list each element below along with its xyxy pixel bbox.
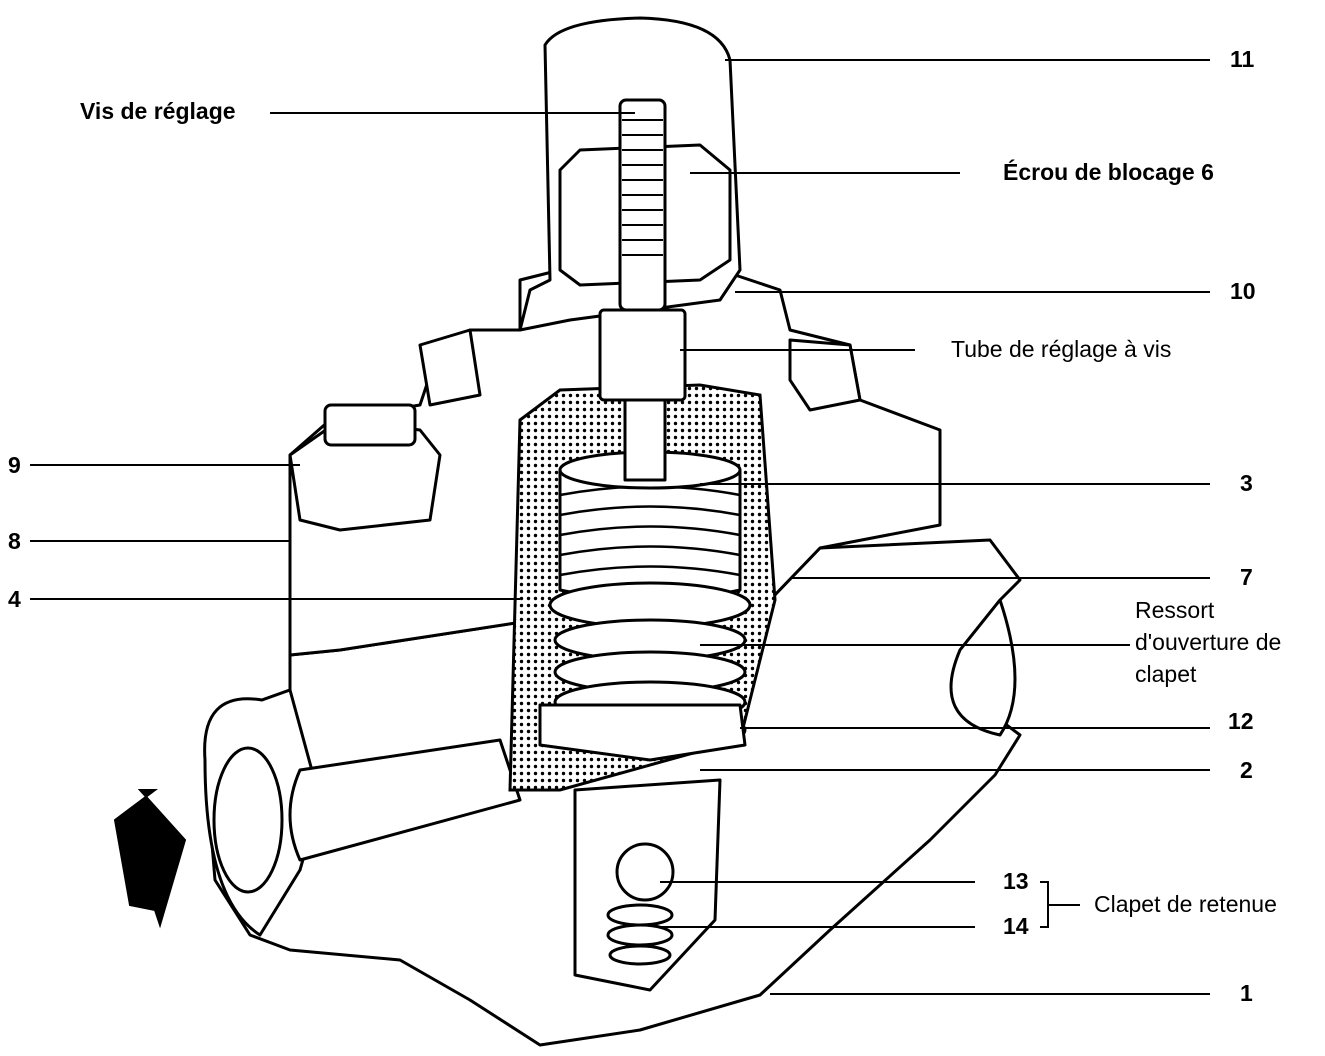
check-ball bbox=[615, 842, 675, 902]
label-tube-de-reglage: Tube de réglage à vis bbox=[951, 336, 1172, 362]
bolt-rear bbox=[418, 328, 482, 407]
label-ressort: Ressort d'ouverture de clapet bbox=[1135, 597, 1282, 687]
check-spring bbox=[606, 903, 674, 927]
label-3: 3 bbox=[1240, 470, 1253, 496]
inlet-port bbox=[212, 746, 284, 894]
label-14: 14 bbox=[1003, 913, 1029, 939]
label-clapet-de-retenue: Clapet de retenue bbox=[1094, 891, 1277, 917]
inlet-bore bbox=[288, 738, 522, 862]
label-8: 8 bbox=[8, 528, 21, 554]
label-1: 1 bbox=[1240, 980, 1253, 1006]
bolt-right bbox=[788, 338, 862, 412]
bolt-head bbox=[323, 403, 417, 447]
label-vis-de-reglage: Vis de réglage bbox=[80, 98, 236, 124]
label-2: 2 bbox=[1240, 757, 1253, 783]
label-7: 7 bbox=[1240, 564, 1253, 590]
flow-direction-arrow-icon bbox=[113, 789, 187, 929]
bracket bbox=[1040, 881, 1080, 928]
adjusting-tube bbox=[598, 308, 687, 402]
adjusting-screw bbox=[618, 98, 667, 312]
label-11: 11 bbox=[1230, 46, 1255, 72]
label-13: 13 bbox=[1003, 868, 1029, 894]
label-9: 9 bbox=[8, 452, 21, 478]
label-4: 4 bbox=[8, 586, 21, 612]
label-ecrou-de-blocage: Écrou de blocage 6 bbox=[1003, 159, 1214, 185]
label-12: 12 bbox=[1228, 708, 1254, 734]
stem bbox=[623, 398, 667, 482]
spring-seat bbox=[538, 703, 747, 762]
label-10: 10 bbox=[1230, 278, 1256, 304]
outlet-port bbox=[949, 598, 1017, 737]
